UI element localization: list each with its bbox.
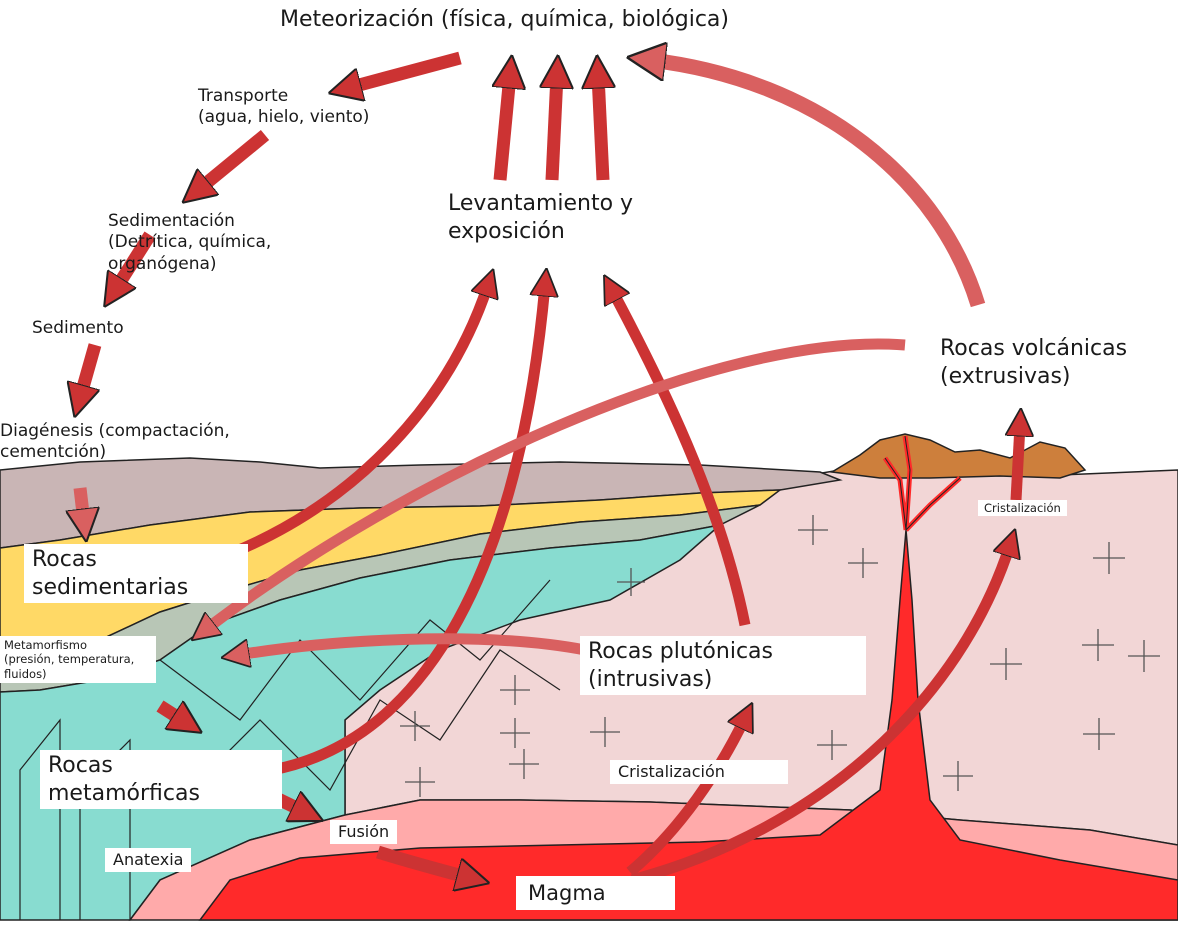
label-uplift: Levantamiento y exposición <box>448 190 633 245</box>
arrow-volcanic-to-weathering <box>650 60 978 305</box>
arrow-sediment-to-diagenesis <box>80 345 95 398</box>
label-sediment: Sedimento <box>32 318 124 339</box>
box-anatexis: Anatexia <box>105 848 191 872</box>
box-metamorphism: Metamorfismo (presión, temperatura, flui… <box>0 636 156 683</box>
volcano-cone <box>832 434 1085 478</box>
label-volcanic-rocks: Rocas volcánicas (extrusivas) <box>940 335 1127 390</box>
arrow-crystallization-to-volcanic-rocks <box>1016 425 1020 500</box>
box-fusion: Fusión <box>330 820 397 844</box>
arrow-weathering-to-transport <box>348 58 460 88</box>
label-sedimentation: Sedimentación (Detrítica, química, organ… <box>108 211 271 275</box>
arrow-diagenesis-to-sedimentary-rocks <box>80 488 84 522</box>
box-magma: Magma <box>516 876 675 910</box>
arrow-uplift-to-weathering-3 <box>598 75 603 180</box>
label-diagenesis: Diagénesis (compactación, cementción) <box>0 421 230 464</box>
box-sedimentary-rocks: Rocas sedimentarias <box>24 544 248 603</box>
box-crystallization-volcanic: Cristalización <box>978 500 1067 516</box>
arrow-uplift-to-weathering-1 <box>500 75 510 180</box>
arrow-uplift-to-weathering-2 <box>552 75 557 180</box>
label-weathering: Meteorización (física, química, biológic… <box>280 6 729 34</box>
arrow-transport-to-sedimentation <box>198 135 265 190</box>
box-plutonic-rocks: Rocas plutónicas (intrusivas) <box>580 636 866 695</box>
box-crystallization-plutonic: Cristalización <box>610 760 788 784</box>
label-transport: Transporte (agua, hielo, viento) <box>198 86 369 129</box>
box-metamorphic-rocks: Rocas metamórficas <box>40 750 282 809</box>
